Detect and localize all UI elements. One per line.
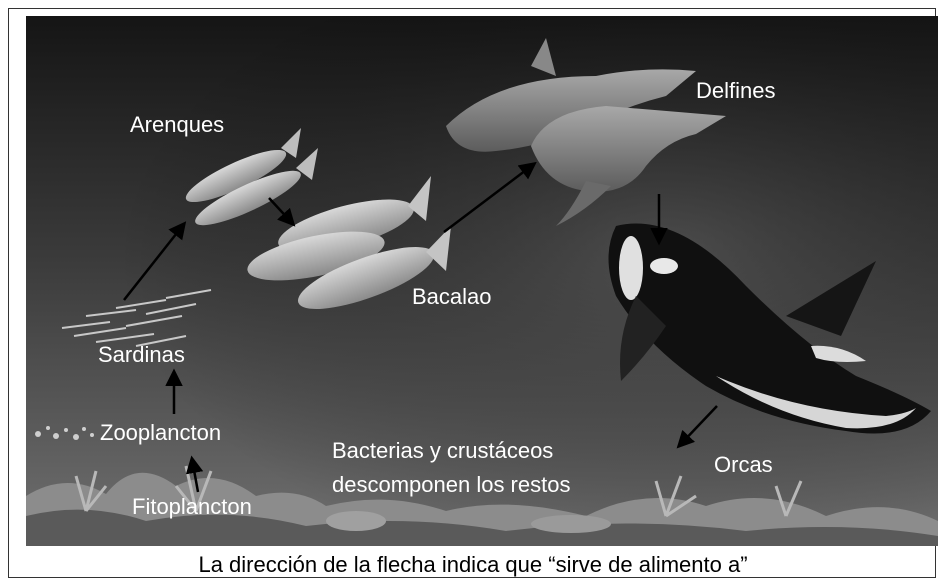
scene-illustration <box>26 16 938 546</box>
label-arenques: Arenques <box>130 112 225 137</box>
sardinas-illustration <box>61 289 212 347</box>
figure-caption: La dirección de la flecha indica que “si… <box>198 552 748 577</box>
label-bacterias-line1: Bacterias y crustáceos <box>332 438 554 463</box>
arrow-arenques-bacalao <box>268 197 296 227</box>
label-delfines: Delfines <box>696 78 776 103</box>
sea-floor-coral <box>26 465 938 546</box>
label-sardinas: Sardinas <box>98 342 185 367</box>
arenques-illustration <box>185 128 318 226</box>
label-orcas: Orcas <box>714 452 773 477</box>
delfines-illustration <box>446 38 726 226</box>
food-chain-arrows <box>123 161 718 493</box>
arrow-fitoplancton-zooplancton <box>185 455 204 493</box>
bacalao-illustration <box>247 176 451 309</box>
label-bacalao: Bacalao <box>412 284 492 309</box>
label-bacterias-line2: descomponen los restos <box>332 472 571 497</box>
label-zooplancton: Zooplancton <box>100 420 222 445</box>
orcas-illustration <box>608 223 931 434</box>
label-fitoplancton: Fitoplancton <box>132 494 252 519</box>
zooplancton-illustration <box>35 426 94 440</box>
arrow-bacalao-delfines <box>443 161 537 233</box>
arrow-sardinas-arenques <box>123 221 187 301</box>
arrow-orcas-bacterias <box>676 405 718 449</box>
food-chain-scene: Arenques Delfines Bacalao Sardinas Zoopl… <box>26 16 938 546</box>
